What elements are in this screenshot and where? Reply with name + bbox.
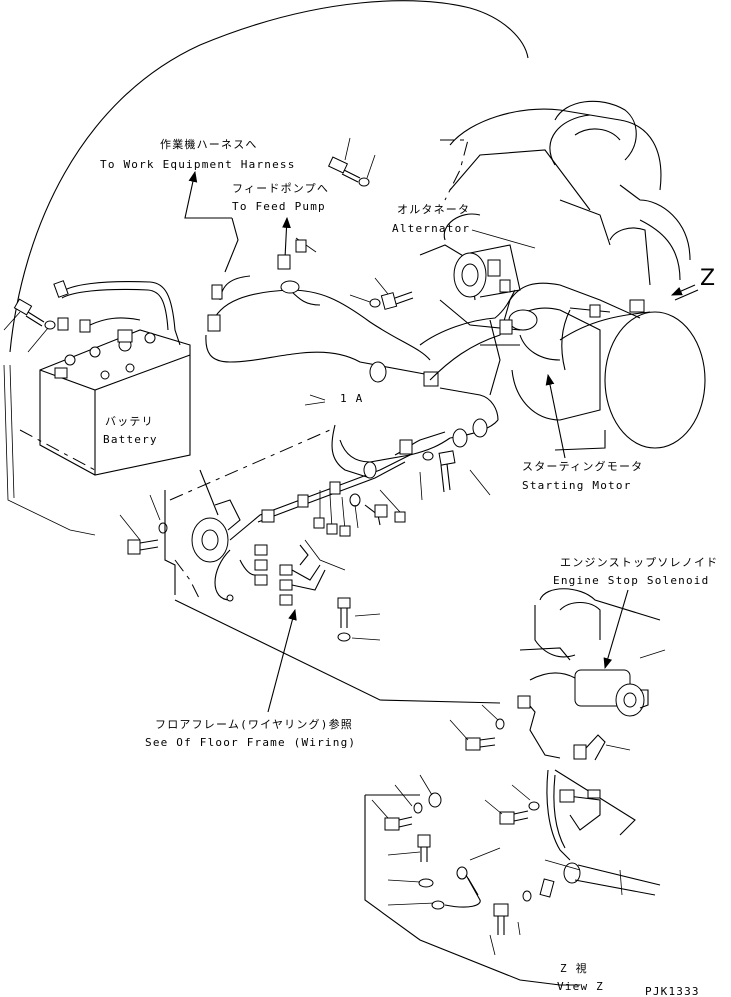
work-equipment-label-jp: 作業機ハーネスへ (160, 137, 258, 151)
harness-bracket-bolt (419, 450, 491, 501)
work-equipment-label-en: To Work Equipment Harness (100, 158, 296, 171)
battery-label-jp: バッテリ (105, 415, 154, 428)
view-z-label-jp: Z 視 (560, 961, 588, 975)
floor-frame-label-jp: フロアフレーム(ワイヤリング)参照 (155, 717, 353, 731)
feed-pump-label-jp: フィードポンプへ (232, 182, 329, 195)
connector-bundle (313, 489, 406, 537)
view-z-label-en: View Z (557, 980, 604, 993)
view-z-assembly (364, 769, 661, 986)
alternator (453, 244, 521, 298)
floor-frame-label-en: See Of Floor Frame (Wiring) (145, 736, 356, 749)
cab-frame-arc (9, 0, 529, 353)
starting-motor (480, 307, 601, 421)
feed-pump-label-en: To Feed Pump (232, 200, 326, 213)
upper-harness (209, 289, 431, 361)
view-z-arrow (670, 284, 696, 296)
horn-bolt (119, 494, 168, 555)
stop-solenoid-label-jp: エンジンストップソレノイド (560, 556, 718, 569)
floor-bolt (337, 597, 381, 642)
battery-label-en: Battery (103, 433, 158, 446)
engine-harness (429, 282, 641, 381)
solenoid-bolt-2 (484, 784, 540, 825)
alternator-label-jp: オルタネータ (397, 203, 470, 216)
stop-solenoid-arrow (603, 589, 629, 670)
floor-connectors (239, 539, 346, 606)
lower-harness (339, 437, 451, 463)
floor-frame-arrow (267, 608, 297, 713)
solenoid-bolt-1 (449, 704, 505, 751)
horn (191, 469, 241, 563)
engine (419, 100, 706, 451)
drawing-code: PJK1333 (645, 985, 700, 997)
harness-clamp-bolt (327, 137, 376, 187)
view-z-marker: Z (700, 266, 715, 291)
stop-solenoid-label-en: Engine Stop Solenoid (553, 574, 709, 587)
engine-stop-solenoid (517, 588, 666, 761)
starting-motor-label-jp: スターティングモータ (522, 459, 643, 473)
battery (19, 329, 191, 476)
alternator-bolt (349, 277, 414, 310)
work-equipment-arrow (184, 170, 232, 219)
battery-bolt (3, 298, 69, 353)
battery-harness (61, 281, 181, 346)
view-z-bolt-3 (489, 878, 555, 956)
feed-pump-arrow (282, 216, 291, 259)
starting-motor-arrow (545, 373, 566, 459)
ground-cable (431, 847, 501, 910)
alternator-label-en: Alternator (392, 222, 470, 235)
ref-1a-label: 1 A (340, 392, 363, 405)
view-z-bolt-1 (371, 774, 442, 831)
starting-motor-label-en: Starting Motor (522, 479, 632, 492)
view-z-bolt-2 (387, 834, 436, 906)
